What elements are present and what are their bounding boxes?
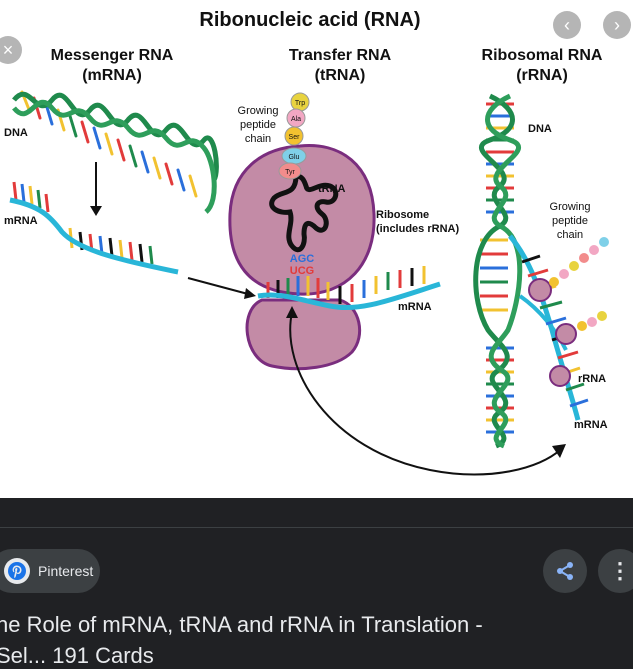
dna-label-right: DNA [528, 123, 552, 135]
share-icon [557, 562, 573, 580]
peptide-label-right-line2: peptide [552, 215, 588, 227]
mrna-label-middle: mRNA [398, 301, 432, 313]
peptide-label-line1: Growing [238, 105, 279, 117]
more-options-button[interactable]: ⋮ [598, 549, 633, 593]
trna-heading: Transfer RNA [289, 47, 392, 64]
rrna-label: rRNA [578, 373, 606, 385]
source-label: Pinterest [38, 563, 94, 579]
peptide-label-line3: chain [245, 133, 271, 145]
anticodon-label: AGC [290, 253, 315, 265]
close-button[interactable]: × [0, 36, 22, 64]
amino-acid-5: Tyr [285, 169, 295, 176]
trna-label: tRNA [318, 183, 346, 195]
share-button[interactable] [543, 549, 587, 593]
more-vert-icon: ⋮ [609, 558, 631, 583]
peptide-label-right-line3: chain [557, 229, 583, 241]
peptide-chain-trna: Trp Ala Ser Glu Tyr [278, 92, 310, 180]
dna-helix-left [12, 90, 219, 214]
dna-helix-right [473, 93, 523, 449]
peptide-label-line2: peptide [240, 119, 276, 131]
next-image-button[interactable]: › [603, 11, 631, 39]
source-chip[interactable]: Pinterest [0, 549, 100, 593]
mrna-label-right: mRNA [574, 419, 608, 431]
mrna-strand-left [9, 181, 179, 275]
amino-acid-1: Trp [295, 100, 305, 107]
rrna-strands [508, 234, 589, 421]
mrna-heading: Messenger RNA [51, 47, 174, 64]
mrna-strand-ribosome [257, 266, 441, 311]
section-divider [0, 527, 633, 528]
trna-heading-abbr: (tRNA) [315, 67, 366, 84]
curved-arrowhead [552, 444, 566, 458]
mrna-label-left: mRNA [4, 215, 38, 227]
dna-label-left: DNA [4, 127, 28, 139]
peptide-label-right-line1: Growing [550, 201, 591, 213]
trna-molecule [269, 173, 339, 253]
chevron-right-icon: › [614, 15, 620, 35]
transcription-arrowhead [90, 206, 102, 216]
previous-image-button[interactable]: ‹ [553, 11, 581, 39]
mrna-heading-abbr: (mRNA) [82, 67, 142, 84]
amino-acid-3: Ser [289, 134, 301, 141]
diagram-title: Ribonucleic acid (RNA) [199, 9, 420, 31]
peptide-chain-rrna [549, 237, 609, 331]
ribosome-label-line2: (includes rRNA) [376, 223, 459, 235]
image-subtitle: Sel... 191 Cards [0, 643, 154, 668]
rrna-heading: Ribosomal RNA [482, 47, 603, 64]
pinterest-icon [4, 558, 30, 584]
chevron-left-icon: ‹ [564, 15, 570, 35]
to-ribosome-arrow [187, 277, 249, 295]
curved-arrow [289, 311, 561, 476]
codon-label: UCG [290, 265, 314, 277]
to-ribosome-arrowhead [244, 288, 256, 299]
rna-diagram: Ribonucleic acid (RNA) Messenger RNA (mR… [4, 9, 609, 476]
close-icon: × [2, 40, 14, 60]
curved-arrow-tail [286, 306, 298, 318]
amino-acid-4: Glu [289, 154, 300, 161]
rrna-heading-abbr: (rRNA) [516, 67, 568, 84]
image-viewer[interactable]: Ribonucleic acid (RNA) Messenger RNA (mR… [0, 0, 633, 498]
amino-acid-2: Ala [291, 116, 301, 123]
ribosome [228, 144, 376, 371]
image-title[interactable]: he Role of mRNA, tRNA and rRNA in Transl… [0, 612, 483, 637]
ribosome-label-line1: Ribosome [376, 209, 429, 221]
